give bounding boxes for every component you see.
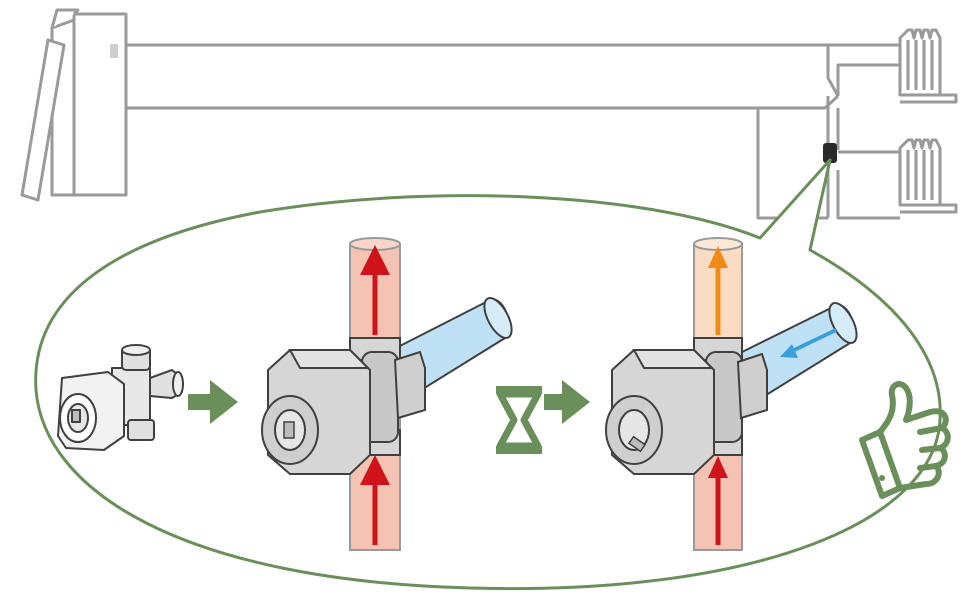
cold-flow-arrow: [789, 328, 837, 354]
arrow-right-icon: [544, 380, 590, 424]
hot-flow-arrowhead: [708, 456, 728, 478]
thumbs-up-icon: [859, 381, 951, 499]
valve-assembly-after: [605, 237, 858, 551]
arrow-right-icon: [188, 380, 238, 424]
valve-assembly-before: [261, 237, 513, 551]
hourglass-icon: [496, 386, 542, 454]
radiator-icon: [898, 28, 958, 104]
heating-system: [20, 8, 958, 220]
cold-flow-arrowhead: [780, 344, 798, 358]
radiator-icon: [898, 138, 958, 214]
valve-location-marker: [823, 143, 837, 163]
supply-pipes: [126, 43, 900, 220]
mixed-flow-arrowhead: [708, 246, 728, 268]
boiler-icon: [20, 8, 128, 202]
valve-icon: [57, 344, 184, 451]
